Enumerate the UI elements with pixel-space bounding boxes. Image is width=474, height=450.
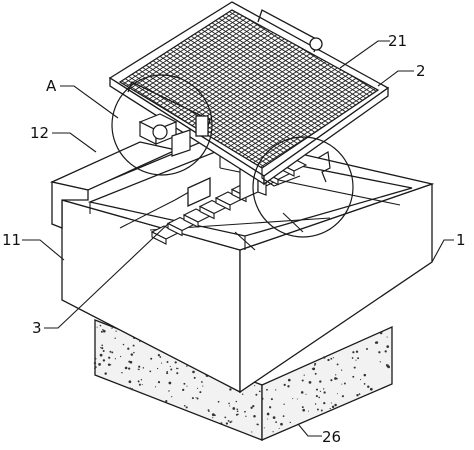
side-housing [49, 141, 211, 229]
label-26: 26 [322, 428, 341, 446]
leader-a [60, 85, 119, 119]
detail-circles [111, 74, 354, 238]
label-3: 3 [32, 319, 42, 337]
label-21: 21 [388, 32, 407, 50]
leader-12 [52, 132, 97, 153]
leader-2 [377, 70, 414, 87]
label-2: 2 [416, 62, 426, 80]
leader-11 [22, 239, 65, 261]
housing-front [51, 181, 89, 229]
housing-slot [187, 176, 211, 208]
knob-right [309, 37, 323, 51]
label-12: 12 [30, 124, 49, 142]
leader-3 [44, 221, 171, 329]
leader-21 [339, 40, 390, 69]
label-a: A [46, 77, 57, 95]
base-right-face [261, 325, 393, 441]
frame-front-right [263, 86, 389, 186]
hinge-block [138, 113, 191, 157]
leader-1 [431, 239, 454, 263]
leader-lines [22, 40, 454, 437]
leader-26 [297, 423, 322, 437]
label-1: 1 [456, 231, 466, 249]
detail-circle-b [252, 136, 354, 238]
label-11: 11 [2, 231, 21, 249]
detail-circle-a [111, 74, 213, 176]
